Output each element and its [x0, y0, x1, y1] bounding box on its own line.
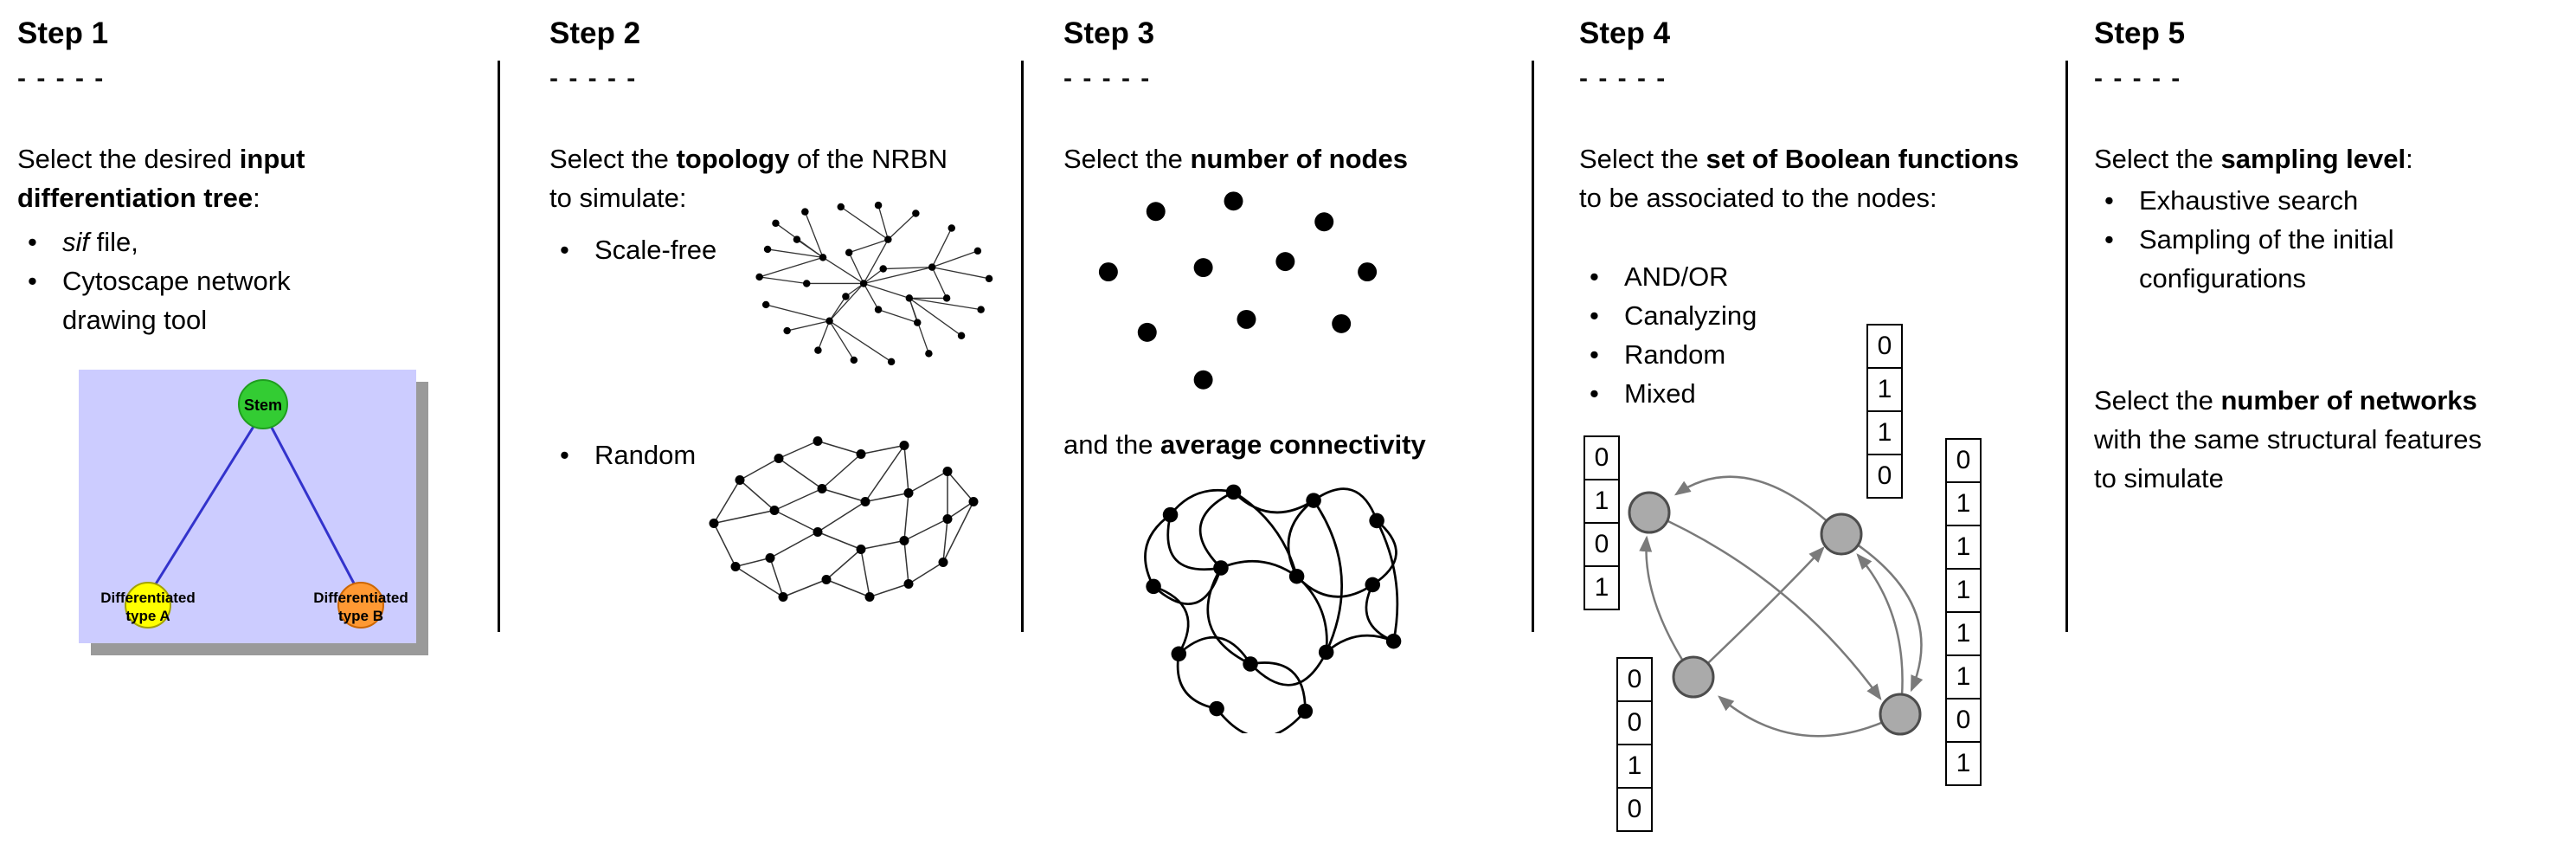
dashed-separator: - - - - -: [17, 64, 106, 93]
bullet-item-cytoscape: Cytoscape network drawing tool: [17, 261, 381, 339]
boolean-edge: [1639, 535, 1695, 678]
boolean-edge: [1693, 546, 1825, 678]
truth-table-cell: 1: [1945, 611, 1982, 656]
bullet-item-mixed: Mixed: [1579, 374, 1943, 413]
step-3-column: Step 3 - - - - - Select the number of no…: [1063, 16, 1526, 851]
type-b-node: [337, 582, 384, 629]
step-3-line1: Select the number of nodes: [1063, 144, 1408, 174]
truth-table-top: 0 1 1 0: [1866, 324, 1903, 499]
dashed-separator: - - - - -: [549, 64, 638, 93]
boolean-node: [1672, 655, 1715, 699]
column-divider: [1532, 61, 1534, 632]
type-a-label-line1: Differentiated: [100, 590, 196, 606]
bullet-item-exhaustive: Exhaustive search: [2094, 181, 2561, 220]
truth-table-cell: 1: [1945, 525, 1982, 570]
boolean-node: [1628, 491, 1671, 534]
truth-table-left: 0 1 0 1: [1584, 435, 1620, 610]
step-2-intro: Select the topology of the NRBN to simul…: [549, 144, 948, 213]
tree-edge-b: [261, 410, 363, 597]
bullet-item-sif-file: sif file,: [17, 222, 381, 261]
truth-table-cell: 1: [1945, 568, 1982, 613]
bullet-item-sampling: Sampling of the initial configurations: [2094, 220, 2561, 298]
truth-table-cell: 1: [1616, 744, 1653, 789]
step-5-para1: Select the sampling level:: [2094, 144, 2413, 174]
bullet-item-random: Random: [549, 435, 696, 474]
stem-node: [238, 379, 288, 429]
step-1-bullet-list: sif file, Cytoscape network drawing tool: [17, 222, 381, 339]
step-3-title: Step 3: [1063, 16, 1155, 50]
random-network-graphic: [709, 436, 979, 602]
dashed-separator: - - - - -: [2094, 64, 2182, 93]
column-divider: [1021, 61, 1024, 632]
boolean-edge: [1840, 532, 1924, 693]
stem-label: Stem: [244, 396, 282, 414]
step-2-title: Step 2: [549, 16, 641, 50]
type-a-node: [125, 582, 171, 629]
step-4-title: Step 4: [1579, 16, 1671, 50]
boolean-edge: [1648, 511, 1882, 701]
step-1-intro: Select the desired input differentiation…: [17, 144, 305, 213]
bullet-item-canalyzing: Canalyzing: [1579, 296, 1943, 335]
boolean-edge: [1718, 695, 1901, 738]
differentiation-tree-graphic: Stem Differentiated type A Differentiate…: [79, 370, 428, 655]
boolean-edge: [1673, 475, 1842, 535]
nodes-dots-graphic: [1098, 191, 1378, 390]
step-5-column: Step 5 - - - - - Select the sampling lev…: [2094, 16, 2568, 851]
type-a-label-line2: type A: [125, 608, 170, 624]
truth-table-cell: 0: [1866, 454, 1903, 499]
truth-table-cell: 0: [1616, 657, 1653, 702]
step-4-intro: Select the set of Boolean functions to b…: [1579, 144, 2020, 213]
step-2-column: Step 2 - - - - - Select the topology of …: [549, 16, 1008, 851]
step-5-title: Step 5: [2094, 16, 2186, 50]
connectivity-graphic: [1144, 484, 1402, 733]
truth-table-cell: 1: [1866, 410, 1903, 455]
scale-free-network-graphic: [755, 201, 993, 366]
type-b-label-line2: type B: [338, 608, 383, 624]
truth-table-cell: 0: [1584, 435, 1620, 480]
truth-table-cell: 0: [1866, 324, 1903, 369]
truth-table-cell: 0: [1616, 787, 1653, 832]
bullet-item-random-fn: Random: [1579, 335, 1943, 374]
truth-table-cell: 1: [1584, 565, 1620, 610]
boolean-network-graphic: [1628, 475, 1924, 738]
step-4-column: Step 4 - - - - - Select the set of Boole…: [1579, 16, 2059, 851]
truth-table-cell: 1: [1945, 741, 1982, 786]
truth-table-cell: 0: [1584, 522, 1620, 567]
step-5-bullet-list: Exhaustive search Sampling of the initia…: [2094, 181, 2561, 298]
step-4-bullet-list: AND/OR Canalyzing Random Mixed: [1579, 257, 1943, 413]
tree-edge-a: [146, 410, 265, 597]
dashed-separator: - - - - -: [1063, 64, 1152, 93]
boolean-node: [1879, 693, 1922, 736]
step-1-title: Step 1: [17, 16, 109, 50]
truth-table-bottom: 0 0 1 0: [1616, 657, 1653, 832]
column-divider: [2065, 61, 2068, 632]
step-5-para2: Select the number of networks with the s…: [2094, 385, 2482, 493]
boolean-edge: [1856, 553, 1904, 715]
column-divider: [498, 61, 500, 632]
truth-table-cell: 1: [1584, 479, 1620, 524]
truth-table-cell: 1: [1945, 481, 1982, 526]
truth-table-cell: 0: [1945, 438, 1982, 483]
truth-table-cell: 1: [1866, 367, 1903, 412]
dashed-separator: - - - - -: [1579, 64, 1667, 93]
truth-table-right: 0 1 1 1 1 1 0 1: [1945, 438, 1982, 786]
boolean-node: [1820, 513, 1863, 556]
step-3-line2: and the average connectivity: [1063, 429, 1426, 460]
step-1-column: Step 1 - - - - - Select the desired inpu…: [17, 16, 491, 851]
type-b-label-line1: Differentiated: [313, 590, 408, 606]
truth-table-cell: 0: [1945, 698, 1982, 743]
bullet-item-and-or: AND/OR: [1579, 257, 1943, 296]
bullet-item-scale-free: Scale-free: [549, 230, 716, 269]
truth-table-cell: 0: [1616, 700, 1653, 745]
truth-table-cell: 1: [1945, 654, 1982, 699]
